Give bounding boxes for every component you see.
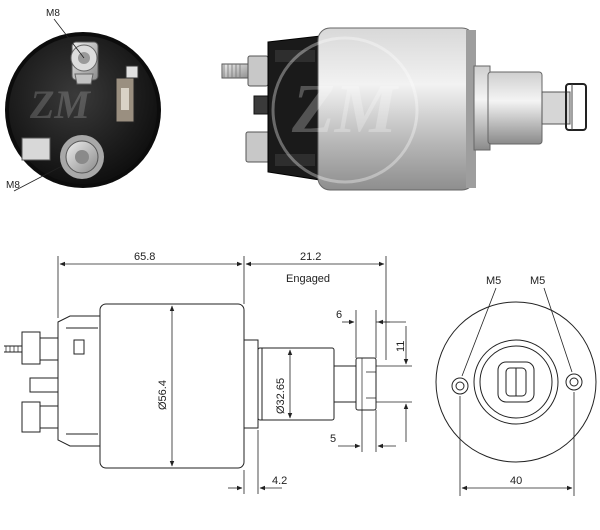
bottom-stud-icon [21, 135, 104, 179]
engaged-note: Engaged [286, 273, 330, 285]
dim-plunger-width: 6 [336, 309, 342, 321]
terminal-stud-icon [221, 55, 269, 87]
photo-side-view: ZM [221, 27, 587, 191]
dim-clevis-gap: 5 [330, 433, 336, 445]
dim-clevis-height: 11 [395, 341, 407, 352]
terminal-stud-icon [245, 131, 271, 163]
dim-length-engaged: 21.2 [300, 251, 321, 263]
watermark-logo: ZM [291, 71, 400, 148]
dim-diameter-nose: Ø32.65 [275, 378, 287, 414]
watermark-logo: ZM [29, 82, 91, 127]
dim-end-width: 40 [510, 475, 522, 487]
end-hole-right-label: M5 [530, 275, 545, 287]
photo-end-view: ZM [5, 32, 161, 188]
top-stud-icon [70, 41, 99, 85]
leader-line [53, 18, 85, 59]
mount-hole-right-icon [565, 373, 583, 391]
photo-thread-top-label: M8 [46, 8, 60, 19]
dimension-lines [57, 256, 412, 494]
photo-thread-bottom-label: M8 [6, 180, 20, 191]
drawing-end-view [435, 287, 597, 496]
dim-length-body: 65.8 [134, 251, 155, 263]
end-hole-left-label: M5 [486, 275, 501, 287]
dim-nose-offset: 4.2 [272, 475, 287, 487]
mount-hole-left-icon [451, 377, 469, 395]
drawing-side-view [4, 303, 377, 469]
leader-line [13, 165, 63, 192]
dim-diameter-body: Ø56.4 [157, 380, 169, 410]
